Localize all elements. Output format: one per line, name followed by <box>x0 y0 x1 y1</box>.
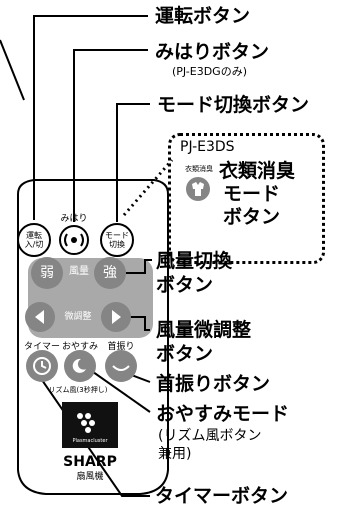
strong-label[interactable]: 強 <box>103 265 117 281</box>
mode-button <box>100 223 134 257</box>
leader-watch <box>73 49 148 222</box>
sleep-button <box>64 350 96 382</box>
watch-label: みはり <box>60 214 88 224</box>
mode-label: モード切換 <box>105 231 129 249</box>
leader-mode <box>116 103 150 222</box>
timer-button-callout: タイマーボタン <box>155 485 289 507</box>
sleep-label: おやすみ <box>61 342 98 352</box>
airflow-switch-callout: 風量切換 ボタン <box>156 250 233 296</box>
swing-button-callout: 首振りボタン <box>156 373 271 395</box>
mode-switch-callout: モード切換ボタン <box>157 94 310 116</box>
leader-power <box>33 15 148 220</box>
inset-model: PJ-E3DS <box>180 139 235 155</box>
airflow-fine-callout: 風量微調整 ボタン <box>156 319 252 365</box>
fine-adjust-label: 微調整 <box>64 312 92 322</box>
weak-label[interactable]: 弱 <box>40 265 54 281</box>
inset-icon-label: 衣類消臭 <box>185 165 213 173</box>
power-button <box>17 223 51 257</box>
inset-box <box>168 133 325 264</box>
sleep-mode-callout: おやすみモード <box>156 403 290 425</box>
leader-strong <box>126 259 152 274</box>
strong-button <box>94 257 126 289</box>
weak-button <box>31 257 63 289</box>
inset-mode-text: 衣類消臭 モード ボタン <box>219 160 296 228</box>
brand-logo: SHARP <box>63 454 117 470</box>
watch-button-note: (PJ-E3DGのみ) <box>172 65 247 78</box>
timer-label: タイマー <box>23 342 60 352</box>
watch-button-callout: みはりボタン <box>155 41 270 63</box>
swing-button <box>105 350 137 382</box>
power-label: 運転入/切 <box>24 231 44 249</box>
product-label: 扇風機 <box>76 472 104 482</box>
leader-inset-dotted <box>122 159 174 216</box>
corner-mark <box>0 39 25 101</box>
swing-label: 首振り <box>107 342 135 352</box>
sleep-mode-note: (リズム風ボタン 兼用) <box>158 428 262 462</box>
leader-fine <box>123 316 150 331</box>
airflow-label: 風量 <box>69 266 89 277</box>
rhythm-note: リズム風(3秒押し) <box>48 386 108 394</box>
power-button-callout: 運転ボタン <box>155 5 251 27</box>
leader-sleep <box>85 366 151 413</box>
plasmacluster-text: Plasmacluster <box>72 438 108 444</box>
